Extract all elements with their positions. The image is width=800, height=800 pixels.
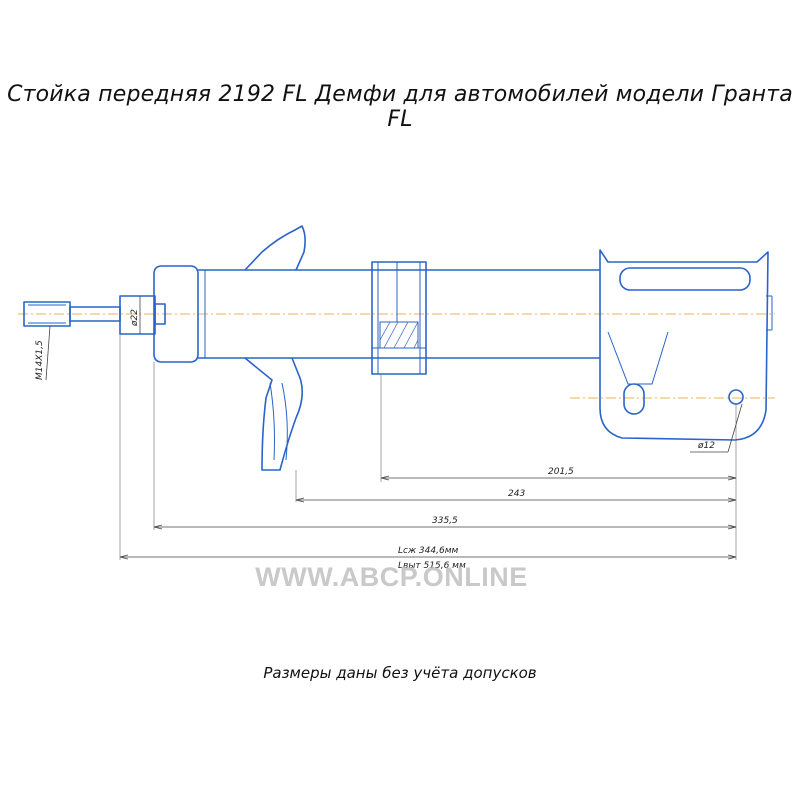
bolt-hole xyxy=(690,389,744,560)
length-compressed-label: Lсж 344,6мм xyxy=(398,546,458,556)
spring-seat xyxy=(244,225,306,471)
dimension-lines xyxy=(119,475,737,560)
dim-243-label: 243 xyxy=(508,489,525,499)
stabilizer-collar xyxy=(371,261,427,375)
dim-335-5-label: 335,5 xyxy=(432,516,458,526)
dim-201-5-label: 201,5 xyxy=(548,467,574,477)
drawing-title: Стойка передняя 2192 FL Демфи для автомо… xyxy=(7,82,793,132)
thread-label: M14X1,5 xyxy=(35,340,45,380)
bolt-hole-diameter-label: ø12 xyxy=(697,441,715,451)
rod-diameter-label: ø22 xyxy=(130,309,140,327)
length-extended-label: Lвыт 515,6 мм xyxy=(398,561,466,571)
top-cap xyxy=(153,265,199,363)
watermark: WWW.ABCP.ONLINE xyxy=(255,562,528,592)
piston-rod xyxy=(119,295,166,335)
tolerance-note: Размеры даны без учёта допусков xyxy=(263,664,537,682)
shock-body xyxy=(198,269,600,359)
knuckle-bracket xyxy=(599,249,773,441)
